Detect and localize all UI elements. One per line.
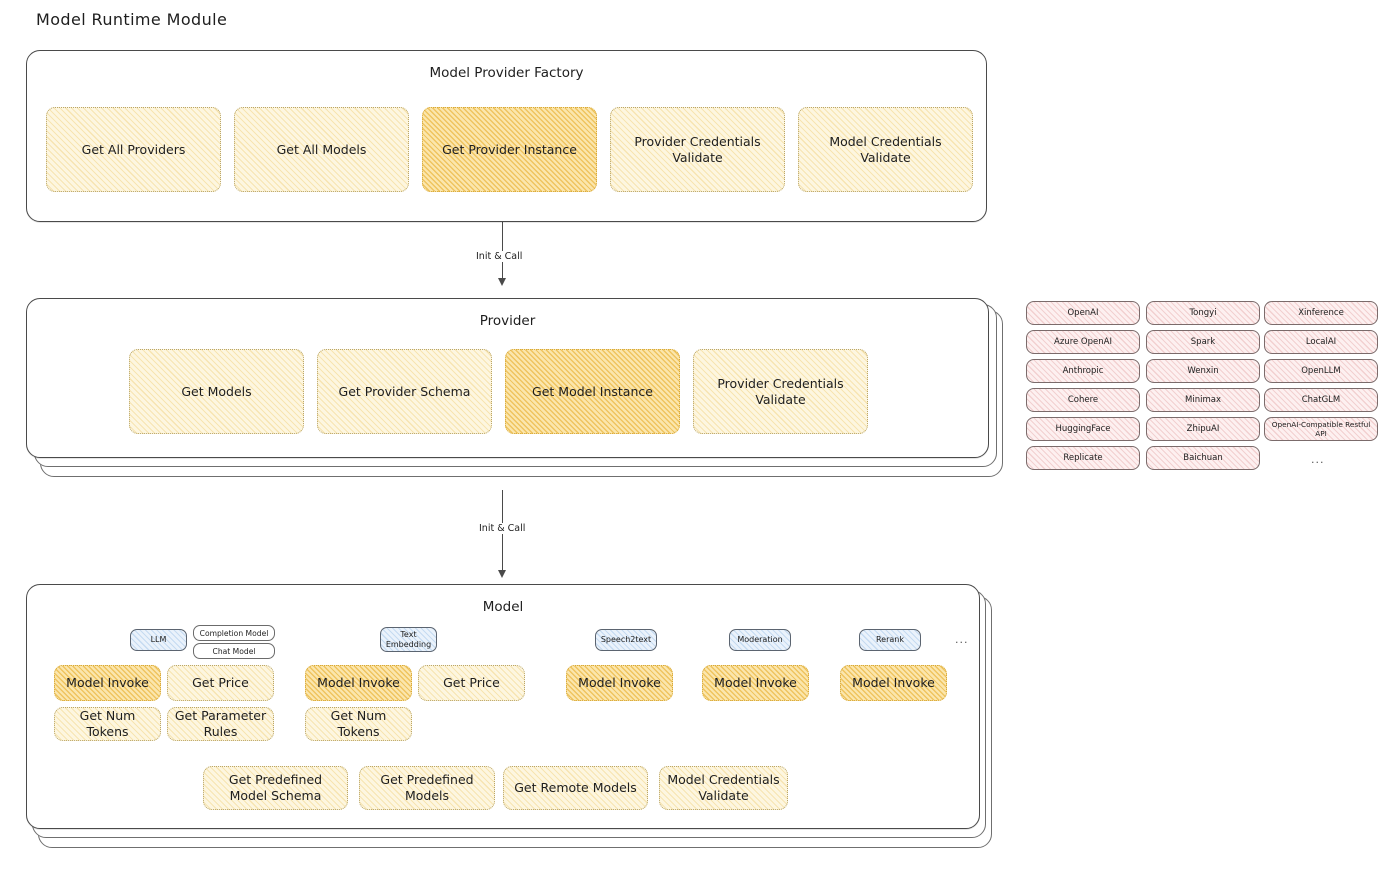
model-common-node-get-remote-models[interactable]: Get Remote Models: [503, 766, 648, 810]
provider-node-get-models[interactable]: Get Models: [129, 349, 304, 434]
provider-container: Provider Get Models Get Provider Schema …: [26, 298, 989, 458]
model-common-node-model-credentials-validate[interactable]: Model Credentials Validate: [659, 766, 788, 810]
model-types-ellipsis: ...: [955, 633, 969, 646]
provider-chip-xinference[interactable]: Xinference: [1264, 301, 1378, 325]
model-type-tag-rerank[interactable]: Rerank: [859, 629, 921, 651]
model-type-tag-speech2text[interactable]: Speech2text: [595, 629, 657, 651]
model-textembedding-node-get-num-tokens[interactable]: Get Num Tokens: [305, 707, 412, 741]
model-textembedding-node-get-price[interactable]: Get Price: [418, 665, 525, 701]
provider-chip-openai-compatible-restful-api[interactable]: OpenAI-Compatible Restful API: [1264, 417, 1378, 441]
model-moderation-node-model-invoke[interactable]: Model Invoke: [702, 665, 809, 701]
arrow-factory-to-provider-head: [498, 278, 506, 286]
provider-chip-openllm[interactable]: OpenLLM: [1264, 359, 1378, 383]
arrow-factory-to-provider-label: Init & Call: [472, 251, 527, 262]
provider-list-ellipsis: ...: [1311, 453, 1325, 466]
provider-chip-replicate[interactable]: Replicate: [1026, 446, 1140, 470]
provider-chip-spark[interactable]: Spark: [1146, 330, 1260, 354]
provider-chip-localai[interactable]: LocalAI: [1264, 330, 1378, 354]
provider-node-get-model-instance[interactable]: Get Model Instance: [505, 349, 680, 434]
factory-node-get-all-models[interactable]: Get All Models: [234, 107, 409, 192]
model-type-tag-moderation[interactable]: Moderation: [729, 629, 791, 651]
provider-chip-minimax[interactable]: Minimax: [1146, 388, 1260, 412]
factory-node-get-provider-instance[interactable]: Get Provider Instance: [422, 107, 597, 192]
model-llm-node-get-price[interactable]: Get Price: [167, 665, 274, 701]
model-speech2text-node-model-invoke[interactable]: Model Invoke: [566, 665, 673, 701]
provider-chip-chatglm[interactable]: ChatGLM: [1264, 388, 1378, 412]
provider-chip-cohere[interactable]: Cohere: [1026, 388, 1140, 412]
factory-node-get-all-providers[interactable]: Get All Providers: [46, 107, 221, 192]
model-container: Model LLM Completion Model Chat Model Mo…: [26, 584, 980, 829]
model-llm-node-get-num-tokens[interactable]: Get Num Tokens: [54, 707, 161, 741]
model-provider-factory-container: Model Provider Factory Get All Providers…: [26, 50, 987, 222]
provider-chip-azure-openai[interactable]: Azure OpenAI: [1026, 330, 1140, 354]
model-type-tag-llm[interactable]: LLM: [130, 629, 187, 651]
provider-chip-huggingface[interactable]: HuggingFace: [1026, 417, 1140, 441]
provider-title: Provider: [479, 313, 536, 329]
provider-chip-tongyi[interactable]: Tongyi: [1146, 301, 1260, 325]
arrow-provider-to-model-label: Init & Call: [475, 523, 530, 534]
provider-chip-wenxin[interactable]: Wenxin: [1146, 359, 1260, 383]
factory-node-provider-credentials-validate[interactable]: Provider Credentials Validate: [610, 107, 785, 192]
provider-chip-openai[interactable]: OpenAI: [1026, 301, 1140, 325]
model-badge-completion-model[interactable]: Completion Model: [193, 625, 275, 641]
provider-chip-anthropic[interactable]: Anthropic: [1026, 359, 1140, 383]
page-title: Model Runtime Module: [36, 10, 228, 29]
model-textembedding-node-model-invoke[interactable]: Model Invoke: [305, 665, 412, 701]
model-type-tag-text-embedding[interactable]: Text Embedding: [380, 627, 437, 652]
model-badge-chat-model[interactable]: Chat Model: [193, 643, 275, 659]
provider-chip-baichuan[interactable]: Baichuan: [1146, 446, 1260, 470]
provider-node-provider-credentials-validate[interactable]: Provider Credentials Validate: [693, 349, 868, 434]
model-title: Model: [482, 599, 524, 615]
model-common-node-get-predefined-models[interactable]: Get Predefined Models: [359, 766, 495, 810]
model-rerank-node-model-invoke[interactable]: Model Invoke: [840, 665, 947, 701]
provider-chip-zhipuai[interactable]: ZhipuAI: [1146, 417, 1260, 441]
model-common-node-get-predefined-model-schema[interactable]: Get Predefined Model Schema: [203, 766, 348, 810]
arrow-provider-to-model-head: [498, 570, 506, 578]
model-provider-factory-title: Model Provider Factory: [429, 65, 584, 81]
model-llm-node-get-parameter-rules[interactable]: Get Parameter Rules: [167, 707, 274, 741]
factory-node-model-credentials-validate[interactable]: Model Credentials Validate: [798, 107, 973, 192]
model-llm-node-model-invoke[interactable]: Model Invoke: [54, 665, 161, 701]
provider-node-get-provider-schema[interactable]: Get Provider Schema: [317, 349, 492, 434]
